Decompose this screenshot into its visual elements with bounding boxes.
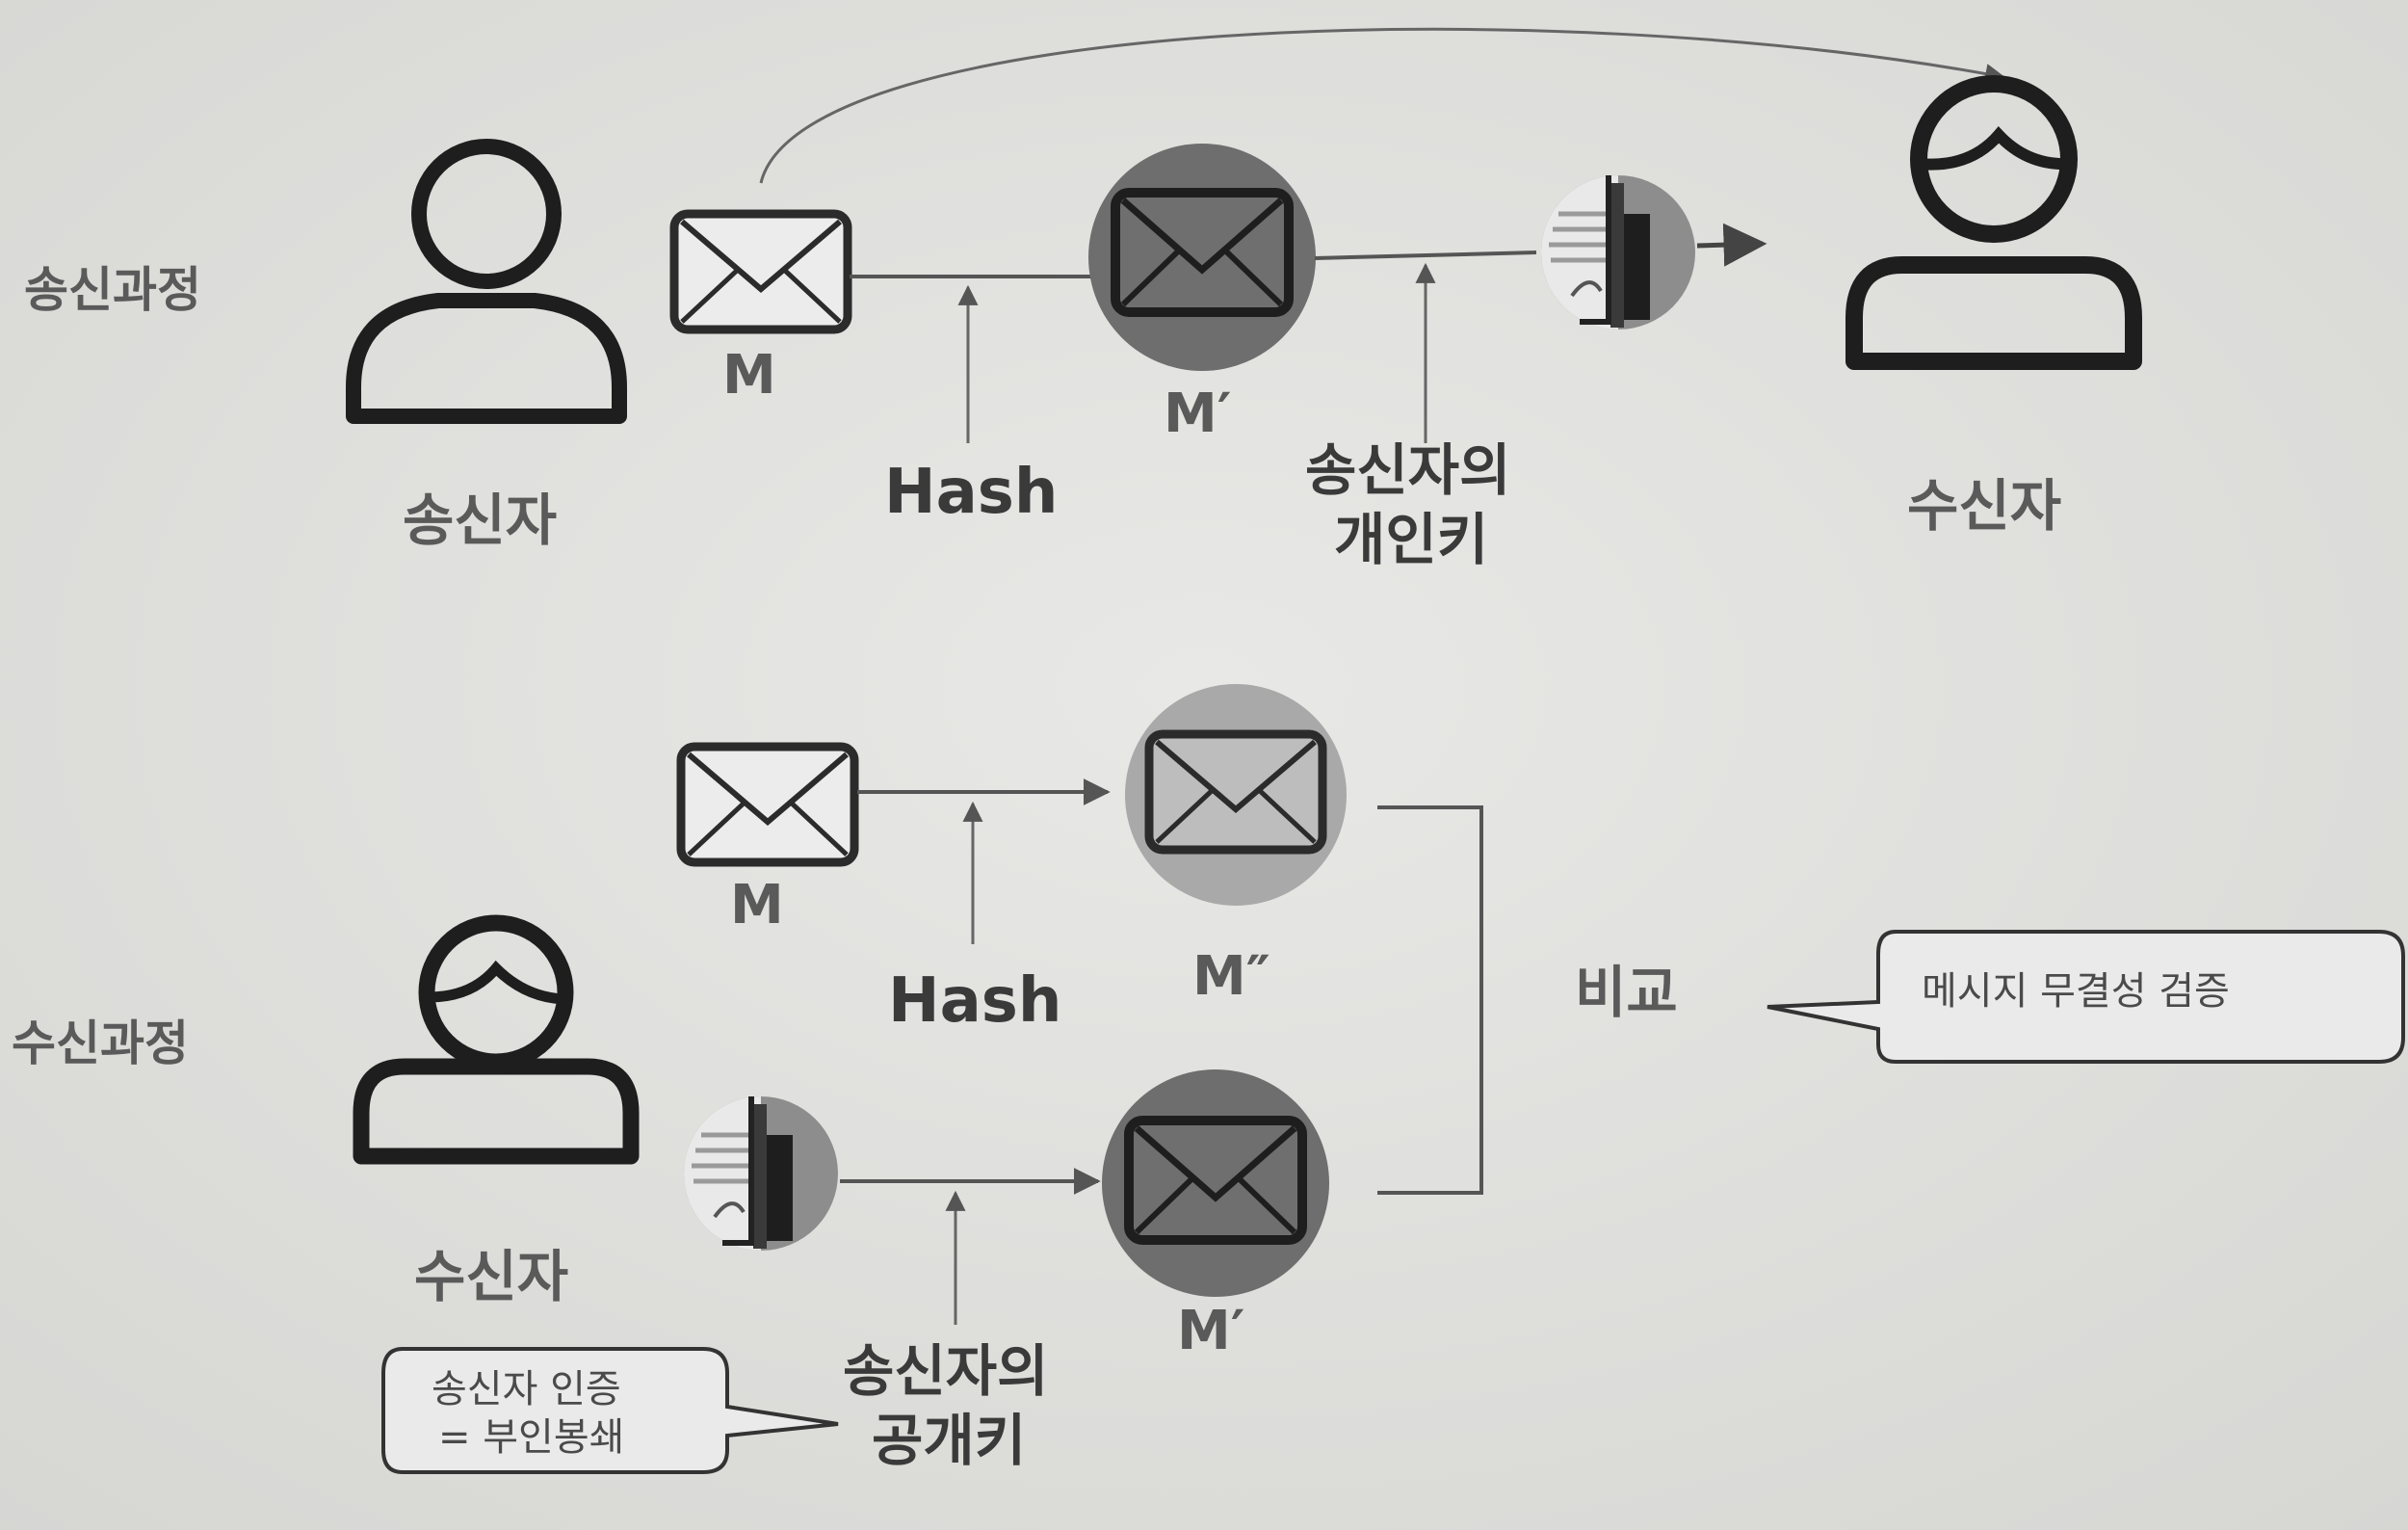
receive-digest-label: M″ — [1192, 945, 1270, 1008]
send-signed-document-icon — [1541, 175, 1695, 330]
receive-key-label-line1: 송신자의 — [843, 1338, 1048, 1404]
receive-row-label: 수신과정 — [12, 1016, 189, 1071]
sender-label: 송신자 — [403, 488, 557, 553]
receiver-user-icon-bottom — [353, 914, 640, 1165]
auth-callout-line1: 송신자 인증 — [432, 1367, 621, 1411]
send-digest-envelope-icon — [1115, 193, 1289, 312]
send-key-label-line1: 송신자의 — [1305, 437, 1510, 503]
send-key-label-line2: 개인키 — [1334, 507, 1488, 572]
receiver-label-top: 수신자 — [1907, 473, 2061, 539]
receive-key-label-line2: 공개키 — [872, 1408, 1026, 1473]
receiver-label-bottom: 수신자 — [414, 1244, 568, 1309]
auth-callout — [381, 1347, 839, 1474]
receive-message-label: M — [730, 874, 784, 936]
send-message-label: M — [722, 344, 776, 407]
message-envelope-icon — [674, 214, 848, 330]
receive-decrypted-label: M′ — [1177, 1300, 1245, 1362]
integrity-callout-text: 메시지 무결성 검증 — [1922, 969, 2230, 1014]
compare-bracket — [1377, 805, 1483, 1195]
send-sign-flow-line — [1314, 251, 1537, 260]
receive-signed-document-icon — [684, 1096, 838, 1251]
receive-digest-envelope-icon — [1149, 734, 1322, 850]
send-row-label: 송신과정 — [24, 262, 201, 318]
direct-transmission-arrow — [759, 27, 2006, 184]
send-hash-label: Hash — [884, 457, 1058, 528]
sender-user-icon — [346, 139, 627, 424]
compare-label: 비교 — [1575, 960, 1678, 1025]
receive-message-envelope-icon — [681, 747, 854, 862]
receive-decrypted-envelope-icon — [1129, 1121, 1302, 1240]
integrity-callout — [1767, 930, 2405, 1064]
receive-hash-label: Hash — [888, 965, 1061, 1037]
receiver-user-icon — [1845, 75, 2142, 370]
send-output-arrow — [1696, 223, 1767, 267]
auth-callout-line2: = 부인봉쇄 — [438, 1415, 624, 1460]
send-digest-label: M′ — [1164, 382, 1232, 445]
